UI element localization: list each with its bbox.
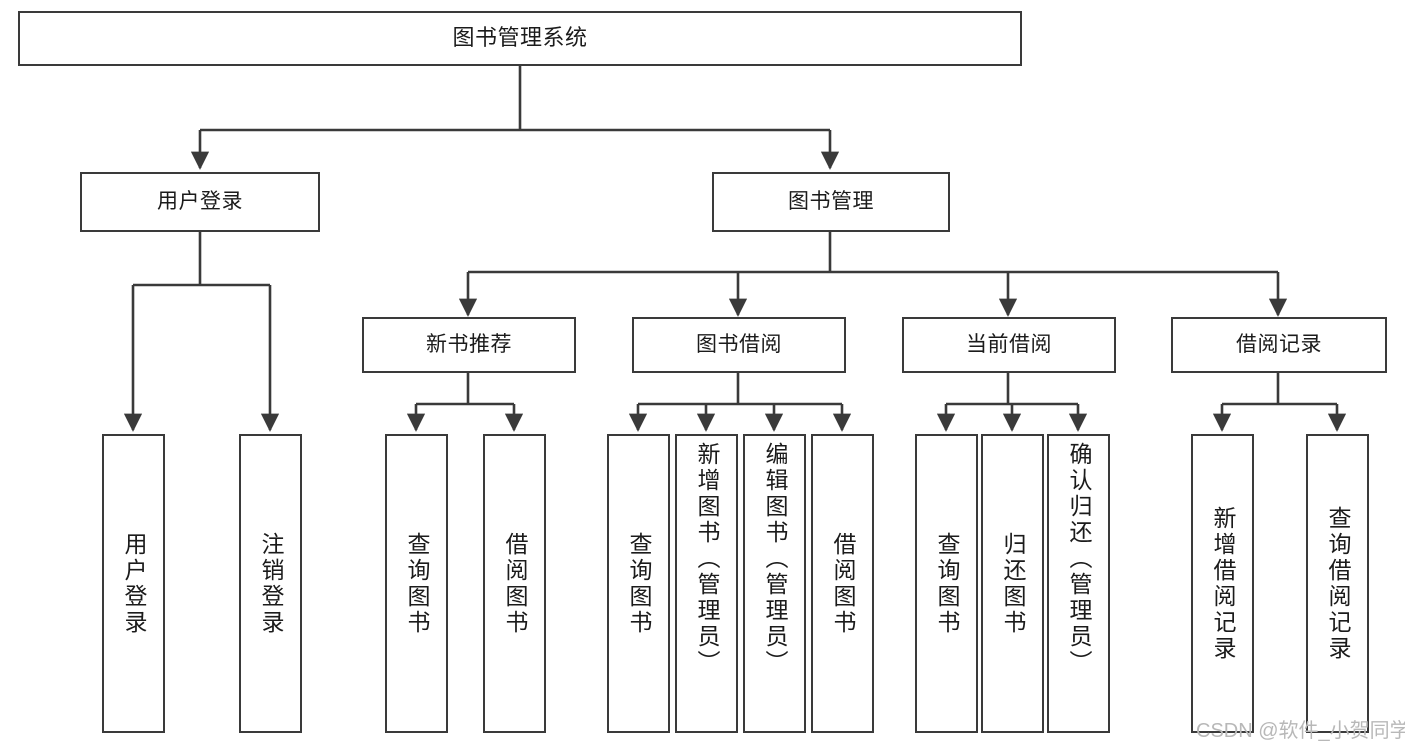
node-leaf-add-book[interactable]: 新增图书（管理员） [675,434,738,733]
node-root[interactable]: 图书管理系统 [18,11,1022,66]
node-leaf-edit-book-label: 编辑图书（管理员） [762,442,788,676]
node-leaf-query-book-3[interactable]: 查询图书 [915,434,978,733]
node-current-borrow-label: 当前借阅 [966,333,1052,357]
node-leaf-confirm-return-label: 确认归还（管理员） [1066,442,1092,676]
node-leaf-borrow-book-1[interactable]: 借阅图书 [483,434,546,733]
node-new-book-rec[interactable]: 新书推荐 [362,317,576,373]
node-leaf-borrow-book-2-label: 借阅图书 [830,531,856,636]
node-leaf-return-book-label: 归还图书 [1000,531,1026,636]
node-book-manage-label: 图书管理 [788,190,874,214]
node-leaf-add-record-label: 新增借阅记录 [1210,505,1236,662]
node-leaf-query-book-2-label: 查询图书 [626,531,652,636]
node-leaf-borrow-book-1-label: 借阅图书 [502,531,528,636]
node-current-borrow[interactable]: 当前借阅 [902,317,1116,373]
node-leaf-confirm-return[interactable]: 确认归还（管理员） [1047,434,1110,733]
node-leaf-edit-book[interactable]: 编辑图书（管理员） [743,434,806,733]
node-book-borrow[interactable]: 图书借阅 [632,317,846,373]
node-book-manage[interactable]: 图书管理 [712,172,950,232]
node-borrow-record-label: 借阅记录 [1236,333,1322,357]
node-leaf-query-book-1-label: 查询图书 [404,531,430,636]
node-leaf-logout-label: 注销登录 [258,531,284,636]
node-leaf-query-record-label: 查询借阅记录 [1325,505,1351,662]
node-leaf-query-record[interactable]: 查询借阅记录 [1306,434,1369,733]
node-new-book-rec-label: 新书推荐 [426,333,512,357]
node-book-borrow-label: 图书借阅 [696,333,782,357]
node-leaf-user-login[interactable]: 用户登录 [102,434,165,733]
node-leaf-query-book-2[interactable]: 查询图书 [607,434,670,733]
node-leaf-query-book-1[interactable]: 查询图书 [385,434,448,733]
node-leaf-borrow-book-2[interactable]: 借阅图书 [811,434,874,733]
node-user-login[interactable]: 用户登录 [80,172,320,232]
node-leaf-add-record[interactable]: 新增借阅记录 [1191,434,1254,733]
node-leaf-return-book[interactable]: 归还图书 [981,434,1044,733]
node-root-label: 图书管理系统 [452,25,588,51]
node-leaf-logout[interactable]: 注销登录 [239,434,302,733]
node-user-login-label: 用户登录 [157,190,243,214]
node-leaf-add-book-label: 新增图书（管理员） [694,442,720,676]
node-leaf-user-login-label: 用户登录 [121,531,147,636]
node-leaf-query-book-3-label: 查询图书 [934,531,960,636]
node-borrow-record[interactable]: 借阅记录 [1171,317,1387,373]
watermark-text: CSDN @软件_小贺同学 [1196,720,1405,742]
